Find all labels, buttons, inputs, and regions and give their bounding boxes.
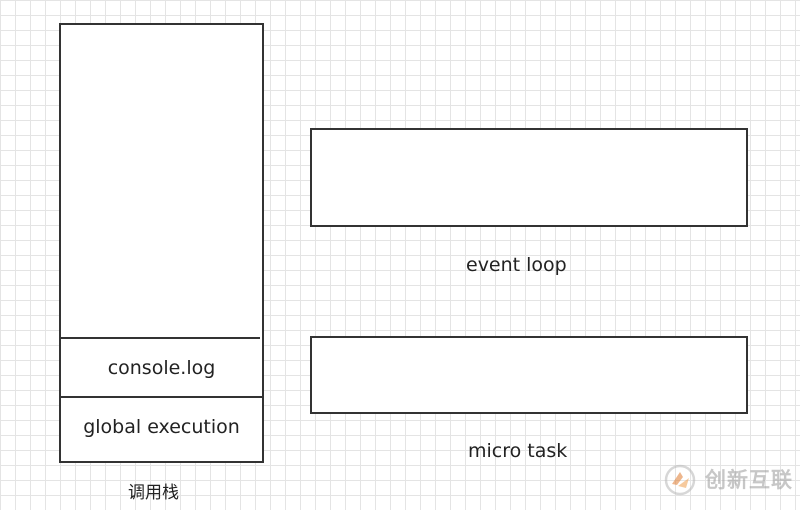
stack-frame-console-log: console.log [107, 357, 216, 379]
stack-frame-divider [61, 396, 262, 398]
micro-task-box [310, 336, 748, 414]
micro-task-label: micro task [468, 440, 568, 462]
event-loop-label: event loop [466, 254, 567, 276]
watermark-logo-icon [664, 464, 696, 496]
event-loop-box [310, 128, 748, 227]
call-stack-box: console.log global execution [59, 23, 264, 463]
stack-frame-divider [61, 337, 260, 339]
watermark-text: 创新互联 [705, 468, 793, 492]
watermark-logo: 创新互联 [663, 462, 793, 498]
stack-frame-global-execution: global execution [83, 416, 240, 438]
call-stack-caption: 调用栈 [128, 483, 179, 503]
